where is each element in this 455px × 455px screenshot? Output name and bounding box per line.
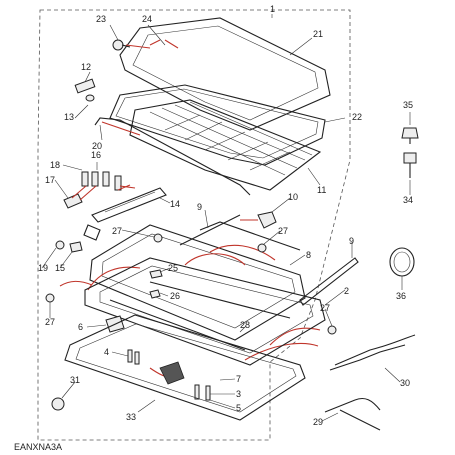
- fasteners-group: [63, 171, 136, 209]
- callout-29: 29: [313, 417, 323, 427]
- trim-strip: [94, 117, 251, 196]
- callout-21: 21: [313, 29, 323, 39]
- callout-12: 12: [81, 62, 91, 72]
- callout-6: 6: [78, 322, 83, 332]
- bracket: [257, 211, 277, 229]
- nut: [55, 240, 65, 250]
- outer-seal-frame: [64, 314, 306, 421]
- figure-code: EANXNA3A: [14, 442, 62, 452]
- callout-27-upper-left: 27: [112, 226, 122, 236]
- glass-panel: [119, 17, 331, 131]
- callout-28: 28: [240, 320, 250, 330]
- callout-15: 15: [55, 263, 65, 273]
- callout-34: 34: [403, 195, 413, 205]
- callout-25: 25: [168, 263, 178, 273]
- callout-3: 3: [236, 389, 241, 399]
- bolt-upper: [401, 127, 419, 144]
- drain-tube-lower-b: [339, 409, 381, 431]
- callout-11: 11: [317, 185, 326, 195]
- callout-1: 1: [270, 4, 275, 14]
- callout-27-lower-right: 27: [320, 303, 330, 313]
- bolt-15: [69, 241, 83, 253]
- washer-27c: [45, 293, 55, 303]
- sunblind: [129, 99, 322, 191]
- grommet: [51, 397, 65, 411]
- callout-27-lower-left: 27: [45, 317, 55, 327]
- panel-seal: [109, 84, 326, 166]
- washer-27a: [153, 233, 163, 243]
- cable-guide: [83, 187, 167, 241]
- callout-33: 33: [126, 412, 136, 422]
- washer-27d: [327, 325, 337, 335]
- callout-8: 8: [306, 250, 311, 260]
- drive-bolts: [127, 349, 211, 401]
- callout-26: 26: [170, 291, 180, 301]
- callout-27-upper-right: 27: [278, 226, 288, 236]
- lower-frame: [84, 257, 326, 366]
- callout-13: 13: [64, 112, 74, 122]
- callout-30: 30: [400, 378, 410, 388]
- callout-10: 10: [288, 192, 298, 202]
- callout-36: 36: [396, 291, 406, 301]
- callout-22: 22: [352, 112, 362, 122]
- callouts: 1 21 22 23 24 12 13 20 11 35 34 18 16 17…: [38, 4, 413, 427]
- callout-5: 5: [236, 403, 241, 413]
- drain-tube-upper-b: [329, 344, 406, 371]
- callout-24: 24: [142, 14, 152, 24]
- callout-9-left: 9: [197, 202, 202, 212]
- callout-7: 7: [236, 374, 241, 384]
- assembly-links: [59, 244, 321, 378]
- callout-35: 35: [403, 100, 413, 110]
- trim-strip-link: [101, 121, 141, 136]
- callout-31: 31: [70, 375, 80, 385]
- callout-17: 17: [45, 175, 55, 185]
- guide-rail-left: [179, 214, 241, 246]
- screw-link: [125, 44, 151, 49]
- drain-tube-upper: [334, 334, 416, 366]
- callout-16: 16: [91, 150, 101, 160]
- drain-tube-lower: [324, 397, 381, 413]
- callout-20: 20: [92, 141, 102, 151]
- pin-25: [149, 269, 163, 279]
- callout-18: 18: [50, 160, 60, 170]
- callout-14: 14: [170, 199, 180, 209]
- clip: [74, 78, 96, 94]
- assembly-boundary: [37, 9, 351, 441]
- callout-23: 23: [96, 14, 106, 24]
- callout-19: 19: [38, 263, 48, 273]
- hose-clamp: [389, 247, 415, 277]
- sunroof-frame: [89, 221, 306, 341]
- callout-9-right: 9: [349, 236, 354, 246]
- washer-27b: [257, 243, 267, 253]
- gearbox: [159, 361, 185, 385]
- guide-rail-right: [299, 257, 359, 306]
- washer: [85, 94, 95, 102]
- callout-2: 2: [344, 286, 349, 296]
- bolt-lower: [403, 152, 417, 178]
- leader-lines: [41, 14, 411, 422]
- clip-26: [149, 289, 161, 299]
- callout-4: 4: [104, 347, 109, 357]
